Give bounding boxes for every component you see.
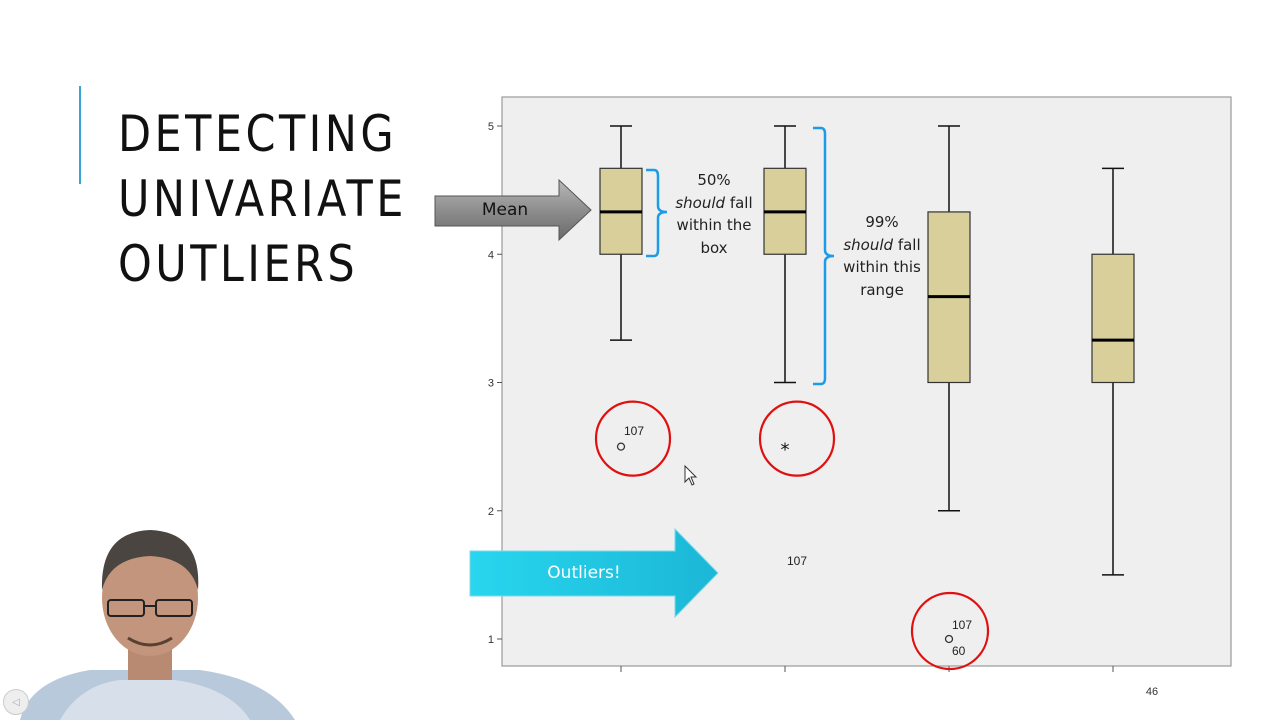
presenter-video (0, 520, 300, 720)
callout-line: should fall (664, 192, 764, 215)
outlier-star-marker: * (781, 440, 790, 461)
callout-line: range (832, 279, 932, 302)
title-line: OUTLIERS (118, 235, 359, 293)
box-callout: 50% should fall within the box (664, 169, 764, 259)
callout-line: within the (664, 214, 764, 237)
outlier-highlight-ring (594, 400, 672, 477)
callout-line: box (664, 237, 764, 260)
title-accent-rule (79, 86, 81, 184)
callout-line: within this (832, 256, 932, 279)
callout-text: within the (676, 216, 752, 234)
range-callout: 99% should fall within this range (832, 211, 932, 301)
outliers-arrow-label: Outliers! (547, 563, 621, 583)
slide-number: 46 (1145, 686, 1159, 698)
callout-text: box (700, 238, 728, 257)
presenter-silhouette (20, 530, 295, 720)
box-bracket (646, 168, 668, 258)
outlier-highlight-ring (758, 400, 836, 477)
iqr-box (1091, 253, 1135, 384)
callout-text: 99% (865, 213, 899, 231)
outlier-label: 107 (624, 424, 645, 438)
callout-emphasis: should (843, 235, 894, 254)
outlier-label: 107 (787, 554, 808, 568)
range-bracket (813, 126, 835, 386)
callout-line: 99% (832, 211, 932, 234)
outlier-label: 60 (952, 644, 966, 658)
mouse-cursor-icon (684, 464, 698, 486)
callout-text: fall (725, 193, 753, 212)
outlier-highlight-ring (910, 591, 990, 671)
slide-title: DETECTING UNIVARIATE OUTLIERS (118, 102, 407, 297)
y-tick-label: 1 (488, 634, 494, 646)
callout-line: 50% (664, 169, 764, 192)
title-line: UNIVARIATE (118, 170, 407, 228)
previous-slide-button[interactable]: ◁ (3, 689, 29, 715)
outlier-circle-marker (616, 442, 626, 451)
title-line: DETECTING (118, 105, 398, 163)
outlier-circle-marker (944, 634, 954, 644)
callout-text: range (860, 280, 904, 299)
y-tick-label: 2 (488, 506, 494, 518)
outlier-label: 107 (952, 618, 973, 632)
y-tick-label: 4 (488, 249, 494, 261)
mean-arrow (434, 178, 592, 242)
y-tick-label: 3 (488, 378, 494, 390)
callout-text: fall (893, 235, 921, 254)
callout-text: within this (843, 258, 921, 276)
box-series: * (594, 125, 1135, 671)
callout-emphasis: should (675, 193, 726, 212)
outliers-arrow (469, 527, 719, 619)
callout-line: should fall (832, 234, 932, 257)
mean-arrow-label: Mean (481, 200, 529, 220)
y-tick-label: 5 (488, 121, 494, 133)
callout-text: 50% (697, 171, 731, 189)
